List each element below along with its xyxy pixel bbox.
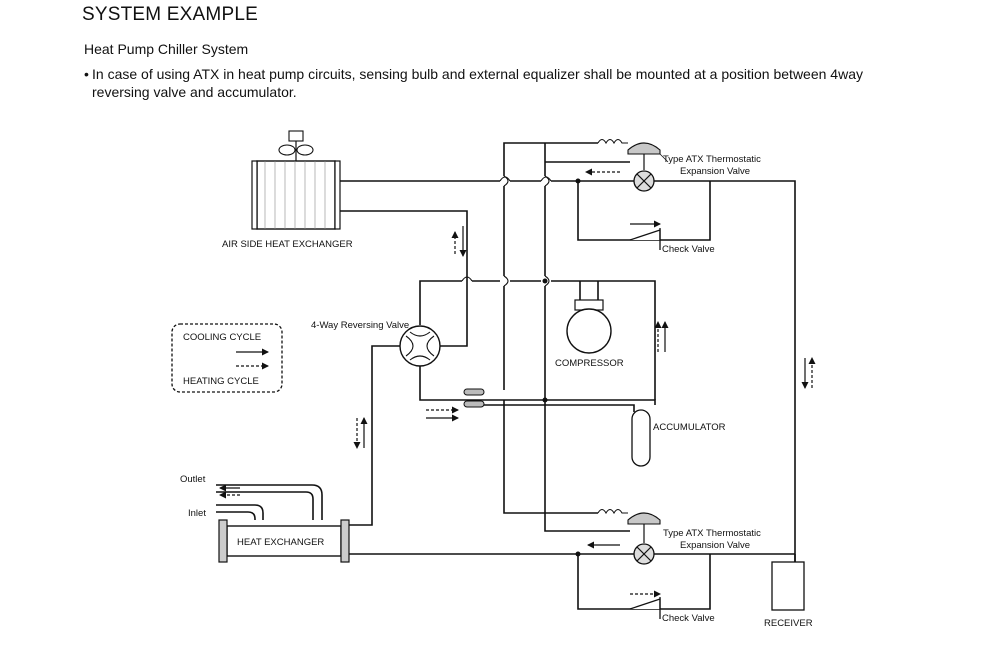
flow-arrows-water [219, 484, 240, 499]
air-heat-exchanger [251, 160, 341, 230]
junction-dot [542, 278, 548, 284]
pipe-outlet-inner [216, 491, 314, 520]
pipe-hop-dis-1 [461, 276, 473, 282]
compressor-label: COMPRESSOR [555, 358, 624, 369]
receiver [771, 561, 805, 611]
pipe-accumulator-in [480, 404, 635, 412]
txv-top-label-2: Expansion Valve [680, 166, 750, 177]
txv-bottom-label-1: Type ATX Thermostatic [663, 528, 761, 539]
reversing-valve-label: 4-Way Reversing Valve [311, 320, 409, 331]
reversing-valve [399, 325, 441, 367]
fan-icon [278, 130, 314, 161]
pipe-airhx-gas [335, 210, 468, 347]
receiver-label: RECEIVER [764, 618, 813, 629]
flow-arrows-hx [353, 417, 368, 449]
pipe-hop-v2-1 [544, 175, 550, 187]
bullet-mark: • [84, 66, 89, 82]
pipe-equalizer-top [503, 142, 598, 390]
pipe-hx-gas [347, 345, 400, 526]
txv-bottom [597, 508, 661, 565]
pipe-hop-eq-2 [503, 275, 509, 287]
check-valve-top-label: Check Valve [662, 244, 715, 255]
flow-arrows-airhx [451, 226, 467, 257]
legend-cooling-label: COOLING CYCLE [183, 332, 261, 343]
flow-arrows-suction [426, 406, 459, 422]
pipe-top-liquid [335, 180, 796, 562]
junction-dot [575, 551, 581, 557]
heat-exchanger-label: HEAT EXCHANGER [237, 537, 324, 548]
pipe-bottom-liquid [347, 553, 796, 562]
pipe-equalizer-bottom [503, 400, 598, 514]
pipe-outlet [216, 484, 323, 520]
outlet-label: Outlet [180, 474, 206, 485]
pipe-inlet-inner [216, 504, 264, 520]
legend-heating-label: HEATING CYCLE [183, 376, 259, 387]
accumulator [631, 409, 651, 467]
pipe-hop-eq-1 [503, 175, 509, 187]
air-heat-exchanger-label: AIR SIDE HEAT EXCHANGER [222, 239, 353, 250]
check-valve-bottom-label: Check Valve [662, 613, 715, 624]
junction-dot [575, 178, 581, 184]
legend [171, 323, 283, 393]
txv-top-label-1: Type ATX Thermostatic [663, 154, 761, 165]
water-heat-exchanger [218, 519, 350, 563]
inlet-label: Inlet [188, 508, 206, 519]
pipe-bulb-vertical [544, 143, 630, 532]
page-subtitle: Heat Pump Chiller System [84, 41, 249, 57]
pipe-hop-v2-2 [544, 275, 550, 287]
junction-dot [542, 397, 548, 403]
sensing-bulbs [463, 388, 485, 408]
flow-arrows-receiver [801, 357, 816, 389]
pipe-inlet [216, 511, 256, 520]
pipe-discharge [419, 280, 656, 400]
txv-top [597, 138, 669, 192]
check-valve-top [629, 228, 661, 250]
accumulator-label: ACCUMULATOR [653, 422, 726, 433]
check-valve-bottom [629, 597, 661, 619]
flow-arrows-compressor [654, 321, 669, 352]
note-text: In case of using ATX in heat pump circui… [92, 66, 863, 100]
page-title: SYSTEM EXAMPLE [82, 4, 258, 25]
compressor [566, 299, 612, 354]
txv-bottom-label-2: Expansion Valve [680, 540, 750, 551]
pipe-suction [419, 365, 656, 405]
